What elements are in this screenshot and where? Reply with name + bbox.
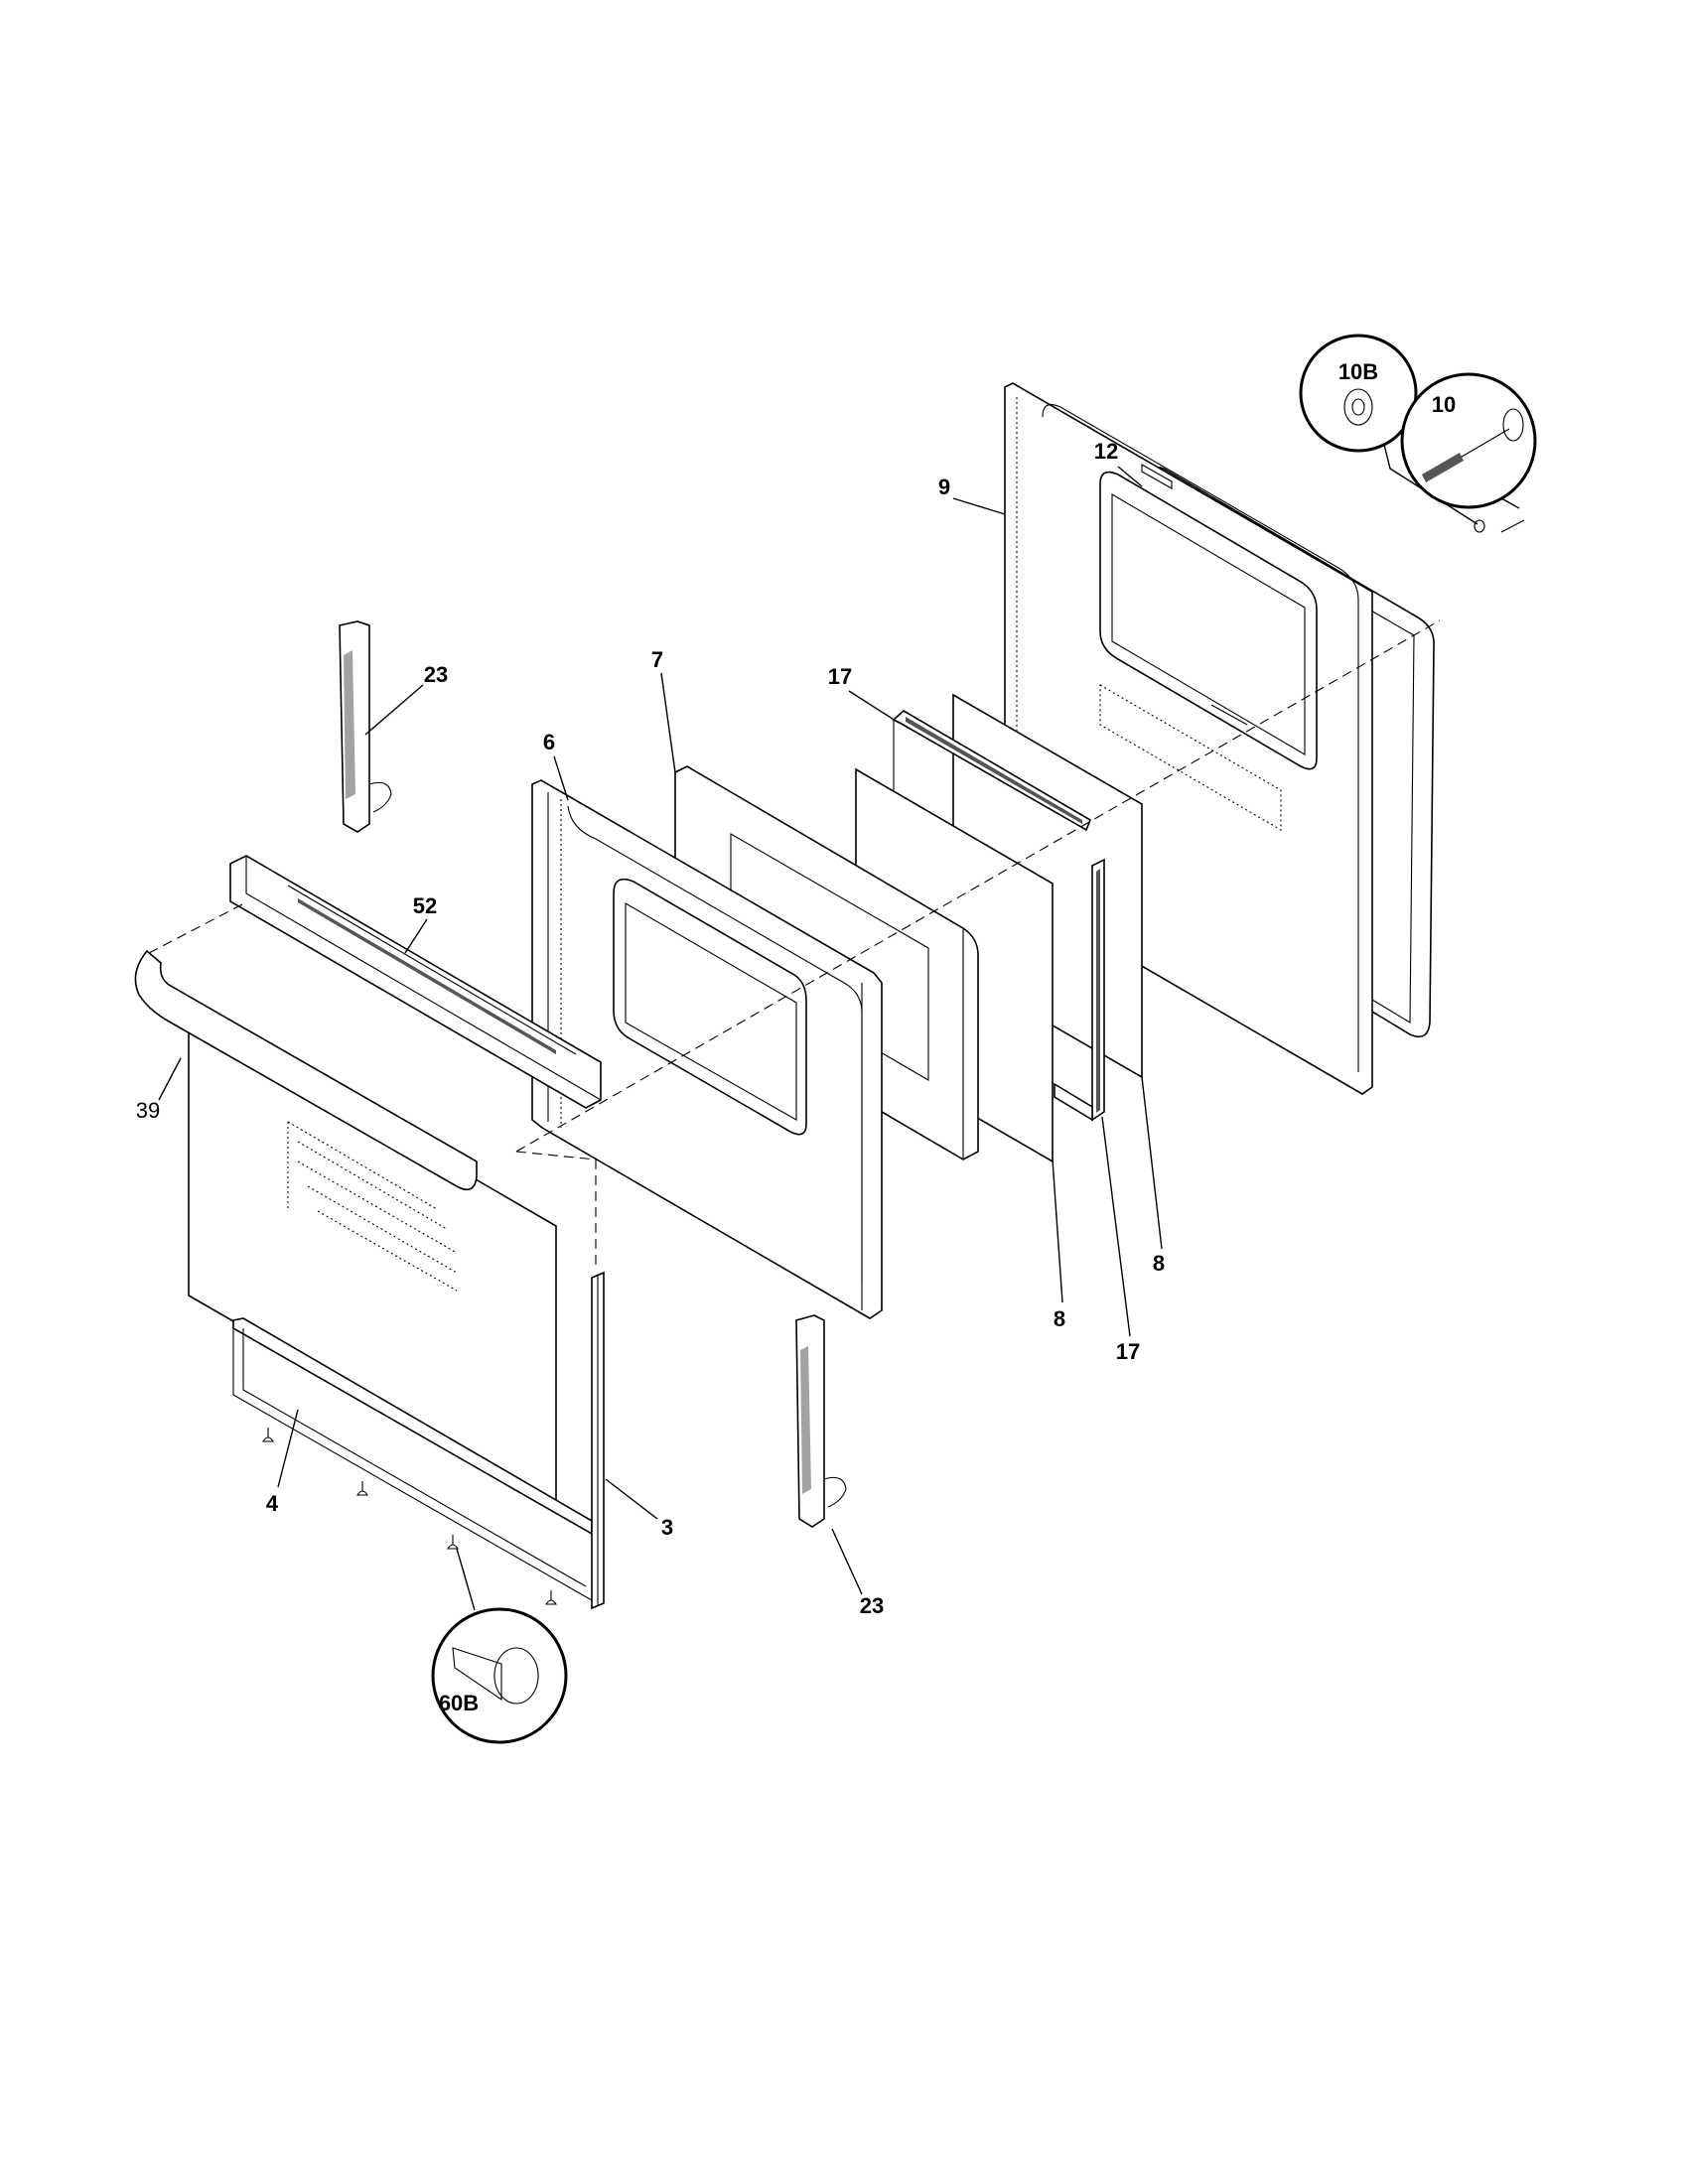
- part-17-retainer-bottom: [1054, 858, 1105, 1122]
- callout-17-bottom: 17: [1116, 1339, 1140, 1364]
- callout-8-front: 8: [1054, 1306, 1065, 1331]
- part-39-handle: [134, 949, 478, 1191]
- leader-lines: [158, 466, 1163, 1595]
- part-52-top-trim: [229, 855, 602, 1109]
- detail-circle-10b: [1299, 334, 1485, 533]
- part-4-outer-panel: [188, 1011, 557, 1509]
- callout-9: 9: [938, 475, 950, 499]
- callout-23-top: 23: [424, 662, 448, 687]
- callout-17-top: 17: [828, 664, 852, 689]
- callout-6: 6: [543, 730, 555, 754]
- callout-8-rear: 8: [1153, 1251, 1165, 1276]
- part-23-hinge-bottom: [795, 1314, 847, 1528]
- callout-39: 39: [136, 1098, 160, 1123]
- callout-10b: 10B: [1338, 359, 1378, 384]
- callout-23-bottom: 23: [860, 1593, 884, 1618]
- callout-4: 4: [266, 1491, 279, 1516]
- callout-12: 12: [1094, 439, 1118, 464]
- callout-labels: 3 4 6 7 8 8 9 10 10B 12 17 17 23 23 39 5…: [136, 359, 1456, 1715]
- callout-3: 3: [661, 1515, 673, 1540]
- assembly-axis-lines: [148, 619, 1441, 1271]
- part-6-inner-frame: [531, 779, 883, 1319]
- part-4-bottom-frame: [232, 1317, 593, 1601]
- callout-7: 7: [651, 647, 663, 672]
- part-3-side-trim: [591, 1271, 605, 1610]
- part-23-hinge-top: [339, 620, 392, 833]
- screws-60b-small: [262, 1428, 557, 1605]
- callout-60b: 60B: [439, 1691, 479, 1715]
- detail-circle-60b: [431, 1548, 568, 1744]
- detail-circle-10: [1400, 372, 1537, 533]
- callout-52: 52: [413, 893, 437, 918]
- callout-10: 10: [1432, 392, 1456, 417]
